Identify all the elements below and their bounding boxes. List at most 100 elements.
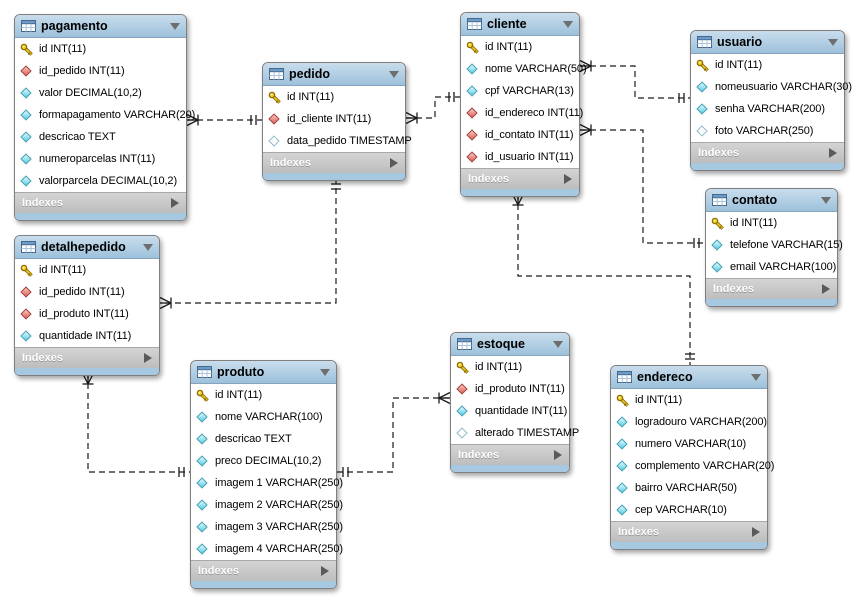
field-row[interactable]: id_usuario INT(11)	[461, 146, 579, 168]
indexes-row[interactable]: Indexes	[191, 560, 336, 581]
field-row[interactable]: id INT(11)	[15, 259, 159, 281]
field-row[interactable]: alterado TIMESTAMP	[451, 422, 579, 444]
indexes-row[interactable]: Indexes	[706, 278, 837, 299]
field-row[interactable]: quantidade INT(11)	[451, 400, 569, 422]
field-row[interactable]: id INT(11)	[461, 36, 579, 58]
field-row[interactable]: id INT(11)	[611, 389, 767, 411]
expand-arrow-icon[interactable]	[564, 174, 572, 184]
field-row[interactable]: imagem 2 VARCHAR(250)	[191, 494, 343, 516]
field-row[interactable]: logradouro VARCHAR(200)	[611, 411, 767, 433]
table-header[interactable]: estoque	[451, 333, 569, 356]
collapse-arrow-icon[interactable]	[143, 243, 153, 251]
field-row[interactable]: id INT(11)	[706, 212, 837, 234]
collapse-arrow-icon[interactable]	[389, 70, 399, 78]
indexes-row[interactable]: Indexes	[263, 152, 405, 173]
relationship-produto-estoque[interactable]	[337, 391, 451, 478]
table-header[interactable]: usuario	[691, 31, 844, 54]
table-header[interactable]: contato	[706, 189, 837, 212]
expand-arrow-icon[interactable]	[822, 284, 830, 294]
table-header[interactable]: pagamento	[15, 15, 186, 38]
field-row[interactable]: id INT(11)	[191, 384, 336, 406]
field-row[interactable]: valorparcela DECIMAL(10,2)	[15, 170, 186, 192]
field-row[interactable]: nomeusuario VARCHAR(30)	[691, 76, 852, 98]
field-row[interactable]: id INT(11)	[15, 38, 186, 60]
table-header[interactable]: produto	[191, 361, 336, 384]
field-row[interactable]: imagem 1 VARCHAR(250)	[191, 472, 343, 494]
field-row[interactable]: senha VARCHAR(200)	[691, 98, 844, 120]
indexes-row[interactable]: Indexes	[15, 347, 159, 368]
field-row[interactable]: id INT(11)	[451, 356, 569, 378]
field-row[interactable]: cep VARCHAR(10)	[611, 499, 767, 521]
collapse-arrow-icon[interactable]	[821, 196, 831, 204]
field-row[interactable]: nome VARCHAR(100)	[191, 406, 336, 428]
field-row[interactable]: id_contato INT(11)	[461, 124, 579, 146]
field-row[interactable]: numero VARCHAR(10)	[611, 433, 767, 455]
table-header[interactable]: cliente	[461, 13, 579, 36]
collapse-arrow-icon[interactable]	[320, 368, 330, 376]
collapse-arrow-icon[interactable]	[553, 340, 563, 348]
indexes-row[interactable]: Indexes	[451, 444, 569, 465]
indexes-row[interactable]: Indexes	[15, 192, 186, 213]
field-row[interactable]: foto VARCHAR(250)	[691, 120, 844, 142]
indexes-row[interactable]: Indexes	[461, 168, 579, 189]
field-row[interactable]: valor DECIMAL(10,2)	[15, 82, 186, 104]
field-row[interactable]: id_produto INT(11)	[15, 303, 159, 325]
field-row[interactable]: bairro VARCHAR(50)	[611, 477, 767, 499]
expand-arrow-icon[interactable]	[829, 148, 837, 158]
field-row[interactable]: id_pedido INT(11)	[15, 60, 186, 82]
expand-arrow-icon[interactable]	[171, 198, 179, 208]
field-row[interactable]: id_pedido INT(11)	[15, 281, 159, 303]
relationship-pedido-cliente[interactable]	[405, 92, 460, 125]
field-row[interactable]: complemento VARCHAR(20)	[611, 455, 774, 477]
expand-arrow-icon[interactable]	[554, 450, 562, 460]
relationship-pedido-detalhepedido[interactable]	[159, 178, 341, 310]
relationship-cliente-usuario[interactable]	[579, 59, 690, 104]
expand-arrow-icon[interactable]	[321, 566, 329, 576]
collapse-arrow-icon[interactable]	[170, 22, 180, 30]
field-row[interactable]: quantidade INT(11)	[15, 325, 159, 347]
relationship-pagamento-pedido[interactable]	[186, 113, 262, 127]
field-row[interactable]: preco DECIMAL(10,2)	[191, 450, 336, 472]
expand-arrow-icon[interactable]	[144, 353, 152, 363]
field-row[interactable]: id_endereco INT(11)	[461, 102, 583, 124]
field-row[interactable]: descricao TEXT	[15, 126, 186, 148]
field-row[interactable]: formapagamento VARCHAR(20)	[15, 104, 195, 126]
collapse-arrow-icon[interactable]	[828, 38, 838, 46]
field-row[interactable]: imagem 3 VARCHAR(250)	[191, 516, 343, 538]
field-row[interactable]: cpf VARCHAR(13)	[461, 80, 579, 102]
table-header[interactable]: pedido	[263, 63, 405, 86]
field-row[interactable]: email VARCHAR(100)	[706, 256, 837, 278]
column-icon	[711, 239, 723, 251]
table-header[interactable]: detalhepedido	[15, 236, 159, 259]
expand-arrow-icon[interactable]	[390, 158, 398, 168]
field-row[interactable]: id INT(11)	[691, 54, 844, 76]
field-row[interactable]: imagem 4 VARCHAR(250)	[191, 538, 343, 560]
field-row[interactable]: numeroparcelas INT(11)	[15, 148, 186, 170]
indexes-row[interactable]: Indexes	[611, 521, 767, 542]
field-row[interactable]: id INT(11)	[263, 86, 405, 108]
field-row[interactable]: descricao TEXT	[191, 428, 336, 450]
relationship-cliente-contato[interactable]	[579, 123, 705, 249]
table-header[interactable]: endereco	[611, 366, 767, 389]
collapse-arrow-icon[interactable]	[751, 373, 761, 381]
field-row[interactable]: nome VARCHAR(50)	[461, 58, 587, 80]
collapse-arrow-icon[interactable]	[563, 20, 573, 28]
expand-arrow-icon[interactable]	[752, 527, 760, 537]
column-icon	[20, 330, 32, 342]
field-row[interactable]: data_pedido TIMESTAMP	[263, 130, 412, 152]
field-row[interactable]: telefone VARCHAR(15)	[706, 234, 843, 256]
relationship-detalhepedido-produto[interactable]	[81, 372, 191, 477]
indexes-row[interactable]: Indexes	[691, 142, 844, 163]
field-row[interactable]: id_produto INT(11)	[451, 378, 569, 400]
field-row[interactable]: id_cliente INT(11)	[263, 108, 405, 130]
